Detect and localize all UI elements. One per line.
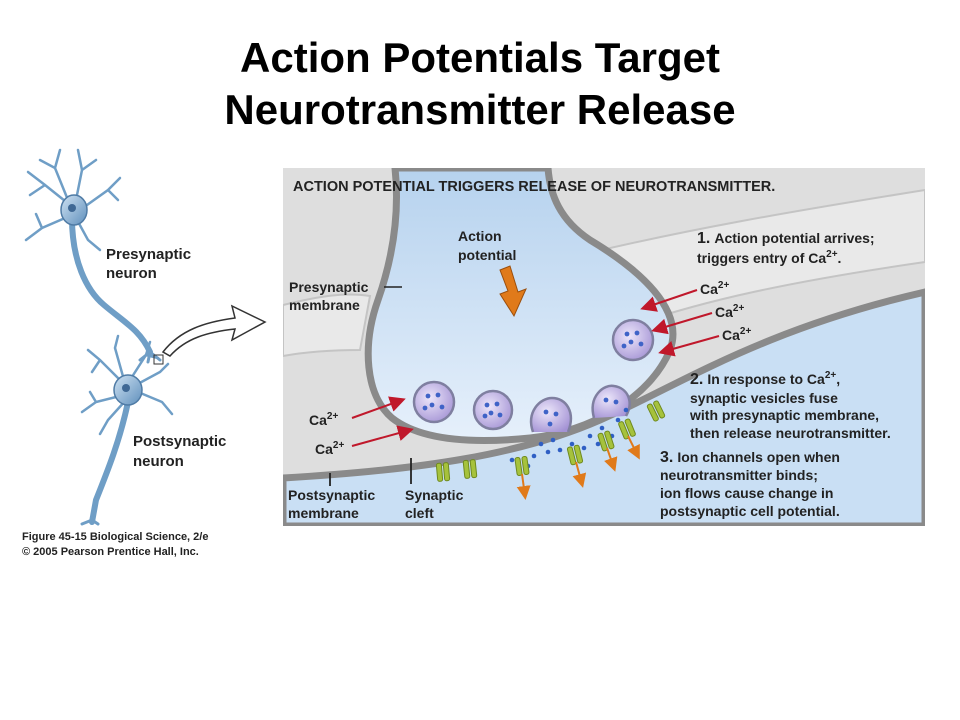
calcium-label: Ca2+: [315, 440, 344, 457]
neuron-illustration: [24, 148, 174, 526]
step-2-text: 2.In response to Ca2+, synaptic vesicles…: [689, 370, 891, 441]
presynaptic-neuron-label: Presynaptic neuron: [106, 246, 195, 282]
synaptic-cleft-label: Synaptic cleft: [405, 487, 467, 521]
calcium-entry-arrows: [351, 289, 720, 447]
fusing-vesicle: [591, 384, 631, 419]
ion-channel: [566, 444, 584, 466]
ion-channels: [435, 400, 666, 482]
figure-caption-line-1: Figure 45-15 Biological Science, 2/e: [22, 531, 209, 543]
slide-title-line-1: Action Potentials Target: [240, 34, 720, 81]
ion-channel: [514, 456, 530, 476]
figure-caption: Figure 45-15 Biological Science, 2/e © 2…: [22, 530, 208, 560]
calcium-label: Ca2+: [700, 280, 729, 297]
slide-title: Action Potentials Target Neurotransmitte…: [0, 32, 960, 136]
ion-channel: [462, 459, 478, 479]
postsynaptic-membrane-label: Postsynaptic membrane: [288, 487, 379, 521]
vesicle: [611, 318, 655, 362]
presynaptic-membrane-label: Presynaptic membrane: [289, 279, 372, 313]
synapse-zoom-box: [153, 354, 164, 365]
presynaptic-dendrites: [24, 148, 122, 252]
step-1-text: 1.Action potential arrives; triggers ent…: [697, 230, 879, 266]
postsynaptic-neuron-label: Postsynaptic neuron: [133, 433, 231, 470]
ion-channel: [618, 418, 636, 440]
presynaptic-nucleus: [68, 204, 76, 212]
vesicle: [472, 389, 514, 431]
synapse-panel: ACTION POTENTIAL TRIGGERS RELEASE OF NEU…: [283, 168, 925, 526]
zoom-arrow: [161, 304, 267, 357]
action-potential-arrow: [499, 265, 527, 318]
fusing-vesicle: [530, 396, 573, 433]
calcium-label: Ca2+: [715, 303, 744, 320]
synaptic-vesicles: [412, 318, 655, 433]
postsynaptic-dendrites: [80, 334, 174, 436]
figure-caption-line-2: © 2005 Pearson Prentice Hall, Inc.: [22, 546, 199, 558]
presynaptic-axon: [69, 215, 153, 355]
vesicle: [412, 380, 456, 424]
ion-channel: [646, 400, 666, 422]
postsynaptic-nucleus: [122, 384, 130, 392]
slide-title-line-2: Neurotransmitter Release: [224, 86, 736, 133]
postsynaptic-axon: [89, 399, 131, 525]
calcium-label: Ca2+: [309, 411, 338, 428]
calcium-label: Ca2+: [722, 326, 751, 343]
step-3-text: 3.Ion channels open when neurotransmitte…: [660, 449, 844, 519]
released-neurotransmitter: [509, 407, 629, 469]
ion-flow-arrows: [516, 435, 640, 500]
axon-band-left: [283, 293, 372, 358]
ion-channel: [435, 462, 451, 482]
action-potential-label: Action potential: [458, 228, 516, 263]
postsynaptic-axon-terminal: [80, 518, 100, 526]
ion-channel: [597, 430, 615, 452]
presynaptic-terminal: [364, 168, 677, 444]
figure-heading: ACTION POTENTIAL TRIGGERS RELEASE OF NEU…: [293, 179, 775, 195]
